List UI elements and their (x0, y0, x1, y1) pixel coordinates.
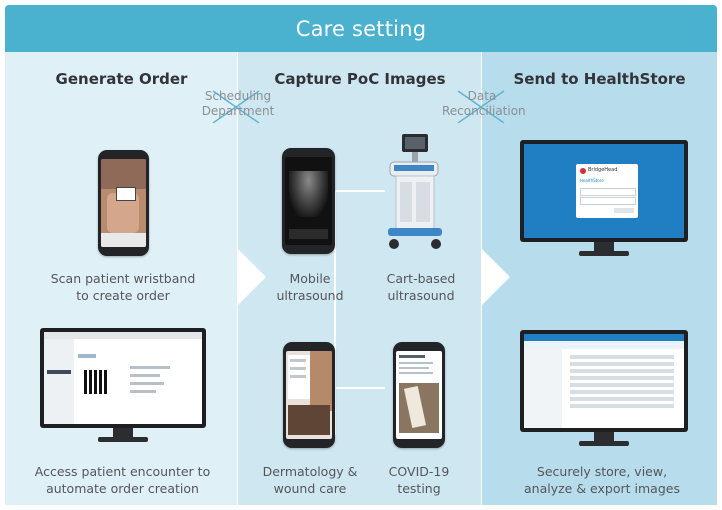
chevron-right-icon (238, 249, 266, 305)
scheduling-department-label: Scheduling Department (201, 89, 275, 118)
password-field[interactable] (580, 197, 636, 205)
access-caption: Access patient encounter to automate ord… (34, 464, 211, 496)
connector-line (333, 387, 385, 389)
brand-logo-text: BridgeHead (588, 167, 618, 173)
cart-ultrasound-machine (384, 132, 446, 254)
capture-images-column: Capture PoC Images Mobile ultrasound (238, 52, 482, 505)
connector-line (333, 190, 385, 192)
encounter-monitor (40, 328, 206, 446)
healthstore-title: Send to HealthStore (513, 70, 686, 88)
data-reconciliation-label: Data Reconciliation (442, 89, 526, 118)
username-field[interactable] (580, 188, 636, 196)
healthstore-column: Send to HealthStore BridgeHead HealthSto… (482, 52, 717, 505)
login-button[interactable] (614, 208, 634, 213)
store-caption: Securely store, view, analyze & export i… (524, 464, 680, 496)
care-setting-header: Care setting (5, 5, 717, 52)
data-reconciliation-struck: Data Reconciliation (442, 89, 526, 123)
wristband-phone (98, 150, 149, 256)
covid-phone (393, 342, 445, 448)
generate-order-column: Generate Order Scan patient wristband to… (5, 52, 238, 505)
login-dialog: BridgeHead HealthStore (576, 164, 638, 218)
covid-caption: COVID-19 testing (388, 464, 450, 496)
scheduling-department-struck: Scheduling Department (201, 89, 275, 123)
mobile-caption: Mobile ultrasound (276, 271, 344, 303)
chevron-right-icon (482, 249, 510, 305)
qr-code-icon (84, 370, 108, 394)
connector-line (334, 190, 336, 435)
generate-order-title: Generate Order (55, 70, 188, 88)
care-setting-diagram: Care setting Generate Order Scan patient… (5, 5, 717, 505)
cart-caption: Cart-based ultrasound (386, 271, 456, 303)
scan-caption: Scan patient wristband to create order (50, 271, 196, 303)
ultrasound-phone (282, 148, 335, 254)
derm-caption: Dermatology & wound care (262, 464, 358, 496)
dermatology-phone (283, 342, 335, 448)
capture-images-title: Capture PoC Images (274, 70, 446, 88)
healthstore-login-monitor: BridgeHead HealthStore (520, 140, 688, 258)
healthstore-list-monitor (520, 330, 688, 448)
product-name: HealthStore (580, 178, 604, 183)
wristband-barcode-icon (116, 187, 136, 201)
